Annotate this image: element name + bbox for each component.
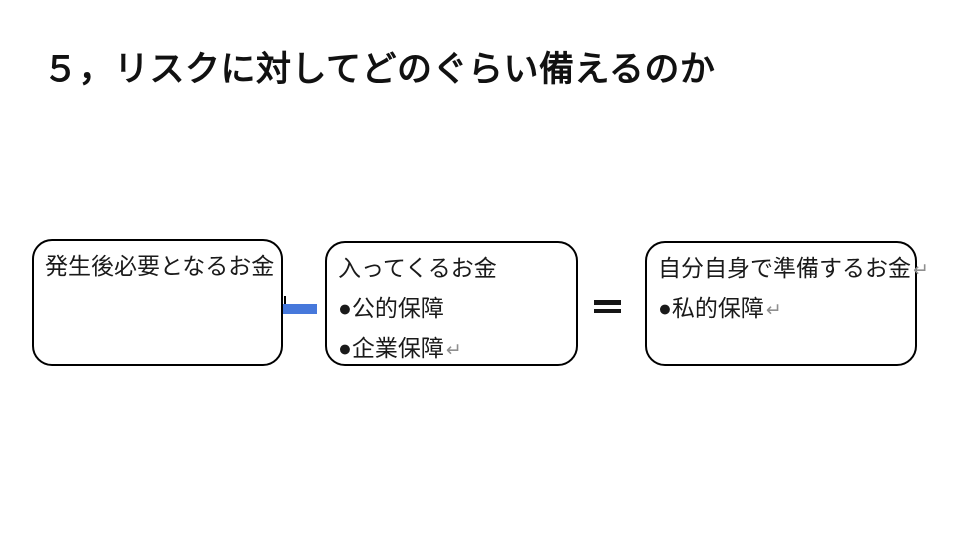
box-line-text: ●企業保障 [338, 335, 444, 361]
box-text-line: 入ってくるお金 [338, 248, 565, 288]
equals-sign[interactable] [594, 300, 621, 313]
minus-sign[interactable] [283, 304, 317, 314]
return-mark-icon: ↵ [445, 340, 462, 361]
box-self-prepared-money[interactable]: 自分自身で準備するお金↵ ●私的保障↵ [645, 241, 929, 366]
return-mark-icon: ↵ [913, 260, 929, 281]
equals-bar [594, 308, 621, 313]
box-line-text: ●公的保障 [338, 295, 444, 321]
box-text-line: ●企業保障↵ [338, 328, 565, 368]
box-money-needed-after-event[interactable]: 発生後必要となるお金 [32, 239, 283, 366]
box-incoming-money[interactable]: 入ってくるお金 ●公的保障 ●企業保障↵ [325, 241, 578, 366]
box-line-text: 入ってくるお金 [338, 255, 497, 281]
box-line-text: 自分自身で準備するお金 [658, 255, 911, 281]
return-mark-icon: ↵ [765, 300, 782, 321]
equals-bar [594, 300, 621, 305]
box-text-line: 発生後必要となるお金 [45, 246, 274, 286]
box-line-text: ●私的保障 [658, 295, 764, 321]
box-line-text: 発生後必要となるお金 [45, 253, 275, 279]
slide-title: ５，リスクに対してどのぐらい備えるのか [43, 50, 716, 89]
box-text-line: 自分自身で準備するお金↵ [658, 248, 929, 288]
text-cursor-artifact [284, 296, 286, 304]
box-text-line: ●私的保障↵ [658, 288, 904, 328]
box-text-line: ●公的保障 [338, 288, 565, 328]
